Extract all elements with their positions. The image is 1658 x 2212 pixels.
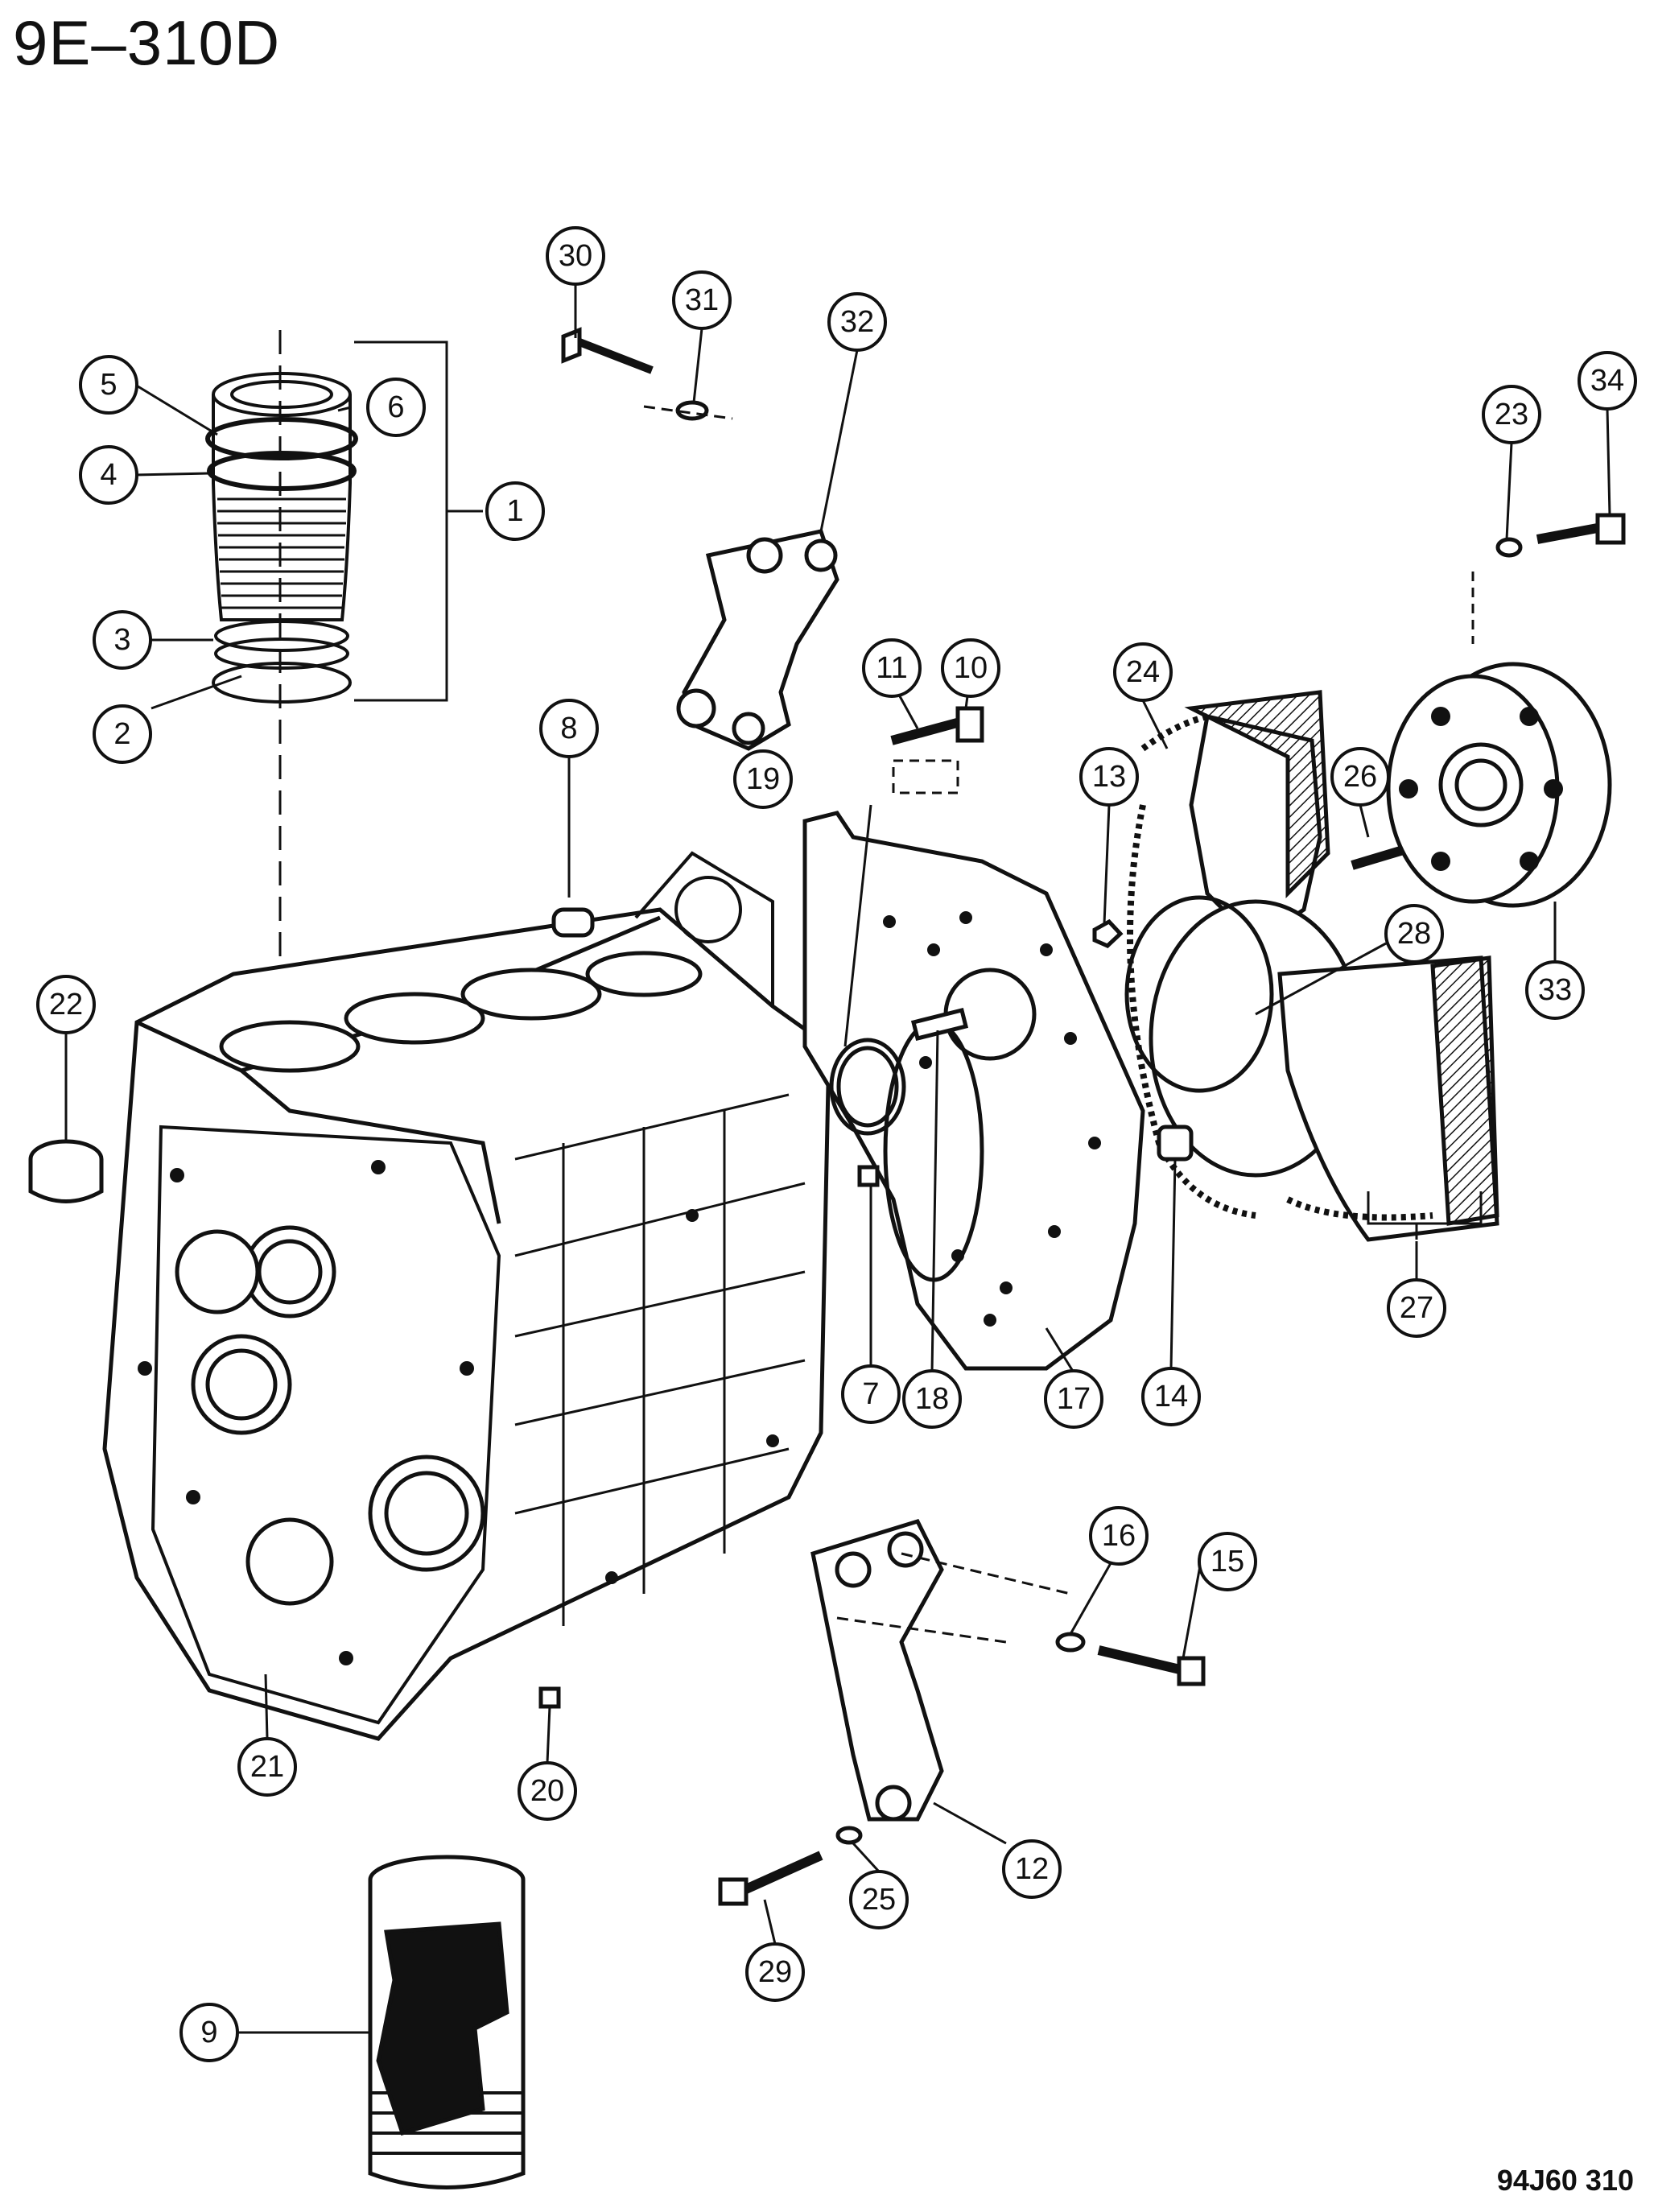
callout-23: 23 (1482, 385, 1541, 444)
svg-text:17: 17 (1057, 1382, 1091, 1416)
svg-text:11: 11 (876, 651, 907, 685)
callout-33: 33 (1525, 960, 1585, 1020)
drive-flange (1386, 513, 1626, 908)
leader-lines (64, 283, 1611, 2034)
svg-text:14: 14 (1154, 1380, 1188, 1413)
svg-text:25: 25 (862, 1883, 896, 1917)
callout-8: 8 (539, 699, 599, 758)
svg-text:32: 32 (840, 305, 874, 339)
svg-text:33: 33 (1538, 973, 1572, 1007)
cylinder-block (102, 851, 831, 1741)
svg-text:19: 19 (746, 762, 780, 796)
svg-text:31: 31 (685, 283, 719, 317)
callout-3: 3 (93, 610, 152, 670)
svg-text:6: 6 (387, 390, 404, 424)
callout-30: 30 (546, 226, 605, 286)
svg-text:18: 18 (915, 1382, 949, 1416)
svg-text:28: 28 (1397, 917, 1431, 951)
callout-21: 21 (237, 1737, 297, 1797)
svg-text:4: 4 (100, 458, 117, 492)
svg-text:3: 3 (113, 623, 130, 657)
callout-4: 4 (79, 445, 138, 505)
adapter-plate (802, 811, 1145, 1371)
page-code: 9E–310D (13, 7, 281, 78)
svg-text:30: 30 (559, 239, 592, 273)
callout-16: 16 (1089, 1506, 1149, 1566)
callout-11: 11 (862, 638, 922, 698)
callout-17: 17 (1044, 1369, 1103, 1429)
callout-31: 31 (672, 270, 732, 330)
callout-25: 25 (849, 1870, 909, 1929)
callout-18: 18 (902, 1369, 962, 1429)
svg-text:9: 9 (200, 2016, 217, 2049)
callout-26: 26 (1330, 747, 1390, 807)
callout-2: 2 (93, 704, 152, 764)
callout-32: 32 (827, 292, 887, 352)
callout-27: 27 (1387, 1278, 1446, 1338)
svg-text:5: 5 (100, 368, 117, 402)
callout-20: 20 (518, 1761, 577, 1821)
callout-10: 10 (941, 638, 1000, 698)
callout-15: 15 (1198, 1532, 1257, 1591)
svg-text:8: 8 (560, 712, 577, 745)
callout-1: 1 (485, 481, 545, 541)
svg-text:15: 15 (1211, 1545, 1244, 1579)
svg-text:12: 12 (1015, 1852, 1049, 1886)
callout-22: 22 (36, 975, 96, 1034)
small-parts (28, 907, 969, 1709)
callout-6: 6 (366, 378, 426, 437)
callout-9: 9 (179, 2003, 239, 2062)
svg-text:10: 10 (954, 651, 988, 685)
svg-text:21: 21 (250, 1750, 284, 1784)
drawing-id: 94J60 310 (1496, 2164, 1634, 2197)
callout-28: 28 (1384, 904, 1444, 964)
svg-text:29: 29 (758, 1955, 792, 1989)
svg-text:24: 24 (1126, 655, 1160, 689)
svg-text:22: 22 (49, 988, 83, 1021)
callout-5: 5 (79, 355, 138, 415)
svg-text:26: 26 (1343, 760, 1377, 794)
sleeve-tool (368, 1855, 526, 2189)
svg-text:23: 23 (1495, 398, 1528, 431)
svg-text:7: 7 (862, 1377, 879, 1411)
svg-text:20: 20 (530, 1774, 564, 1808)
svg-text:27: 27 (1400, 1291, 1433, 1325)
svg-text:2: 2 (113, 717, 130, 751)
svg-text:13: 13 (1092, 760, 1126, 794)
svg-text:16: 16 (1102, 1519, 1136, 1553)
callout-12: 12 (1002, 1839, 1062, 1899)
mount-bracket-lower (718, 1518, 1206, 1906)
callout-34: 34 (1578, 351, 1637, 411)
callout-14: 14 (1141, 1367, 1201, 1426)
callout-7: 7 (841, 1364, 901, 1424)
cylinder-liner-assembly (205, 330, 483, 1111)
callout-19: 19 (733, 749, 793, 809)
mount-bracket-upper (561, 327, 839, 751)
callout-13: 13 (1079, 747, 1139, 807)
svg-text:34: 34 (1590, 364, 1624, 398)
flywheel-assembly (890, 690, 1499, 1242)
callout-24: 24 (1113, 642, 1173, 702)
svg-text:1: 1 (506, 494, 523, 528)
callout-29: 29 (745, 1942, 805, 2002)
